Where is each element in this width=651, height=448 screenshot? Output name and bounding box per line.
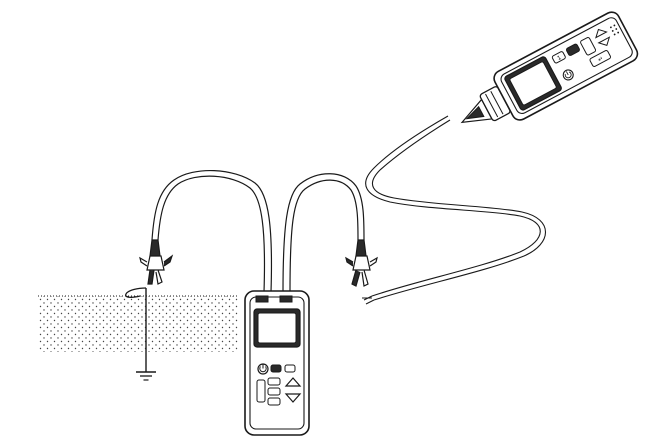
soil-block [38,295,238,352]
power-icon[interactable] [257,363,269,375]
base-mode-button[interactable] [270,364,282,373]
triangle-up-icon[interactable] [284,377,302,387]
ground-rod [125,287,147,372]
remote-body [493,11,639,121]
remote-enter-label: ↵ [597,56,604,64]
ground-symbol-icon [136,371,156,381]
remote-down-icon[interactable] [597,36,612,48]
remote-enter-button[interactable] [589,50,611,67]
triangle-down-icon[interactable] [284,393,302,403]
remote-side-button[interactable] [580,37,597,56]
base-port-left [255,295,269,303]
remote-unit: 1 ↵ [460,11,639,124]
base-set-button[interactable] [284,364,296,373]
base-button-a[interactable] [267,377,281,386]
base-screen [257,312,297,344]
base-port-right [279,295,293,303]
remote-top-button[interactable] [551,51,566,64]
base-button-c[interactable] [267,397,281,406]
base-unit [244,290,310,436]
remote-screen [509,61,557,106]
remote-power-icon[interactable] [561,68,575,82]
cable-left [151,170,273,293]
remote-up-icon[interactable] [593,27,608,39]
remote-mode-button[interactable] [565,43,580,56]
alligator-clip-left [139,239,174,285]
base-button-b[interactable] [267,387,281,396]
remote-top-button-label: 1 [557,55,563,62]
alligator-clip-right [345,239,378,287]
base-side-switch[interactable] [256,379,266,403]
base-unit-bezel [249,296,305,430]
cable-right [282,173,365,293]
long-wire [362,115,547,305]
remote-speaker-grill [609,24,620,36]
ground-rod-loop [125,287,147,298]
soil-dots [38,296,238,352]
